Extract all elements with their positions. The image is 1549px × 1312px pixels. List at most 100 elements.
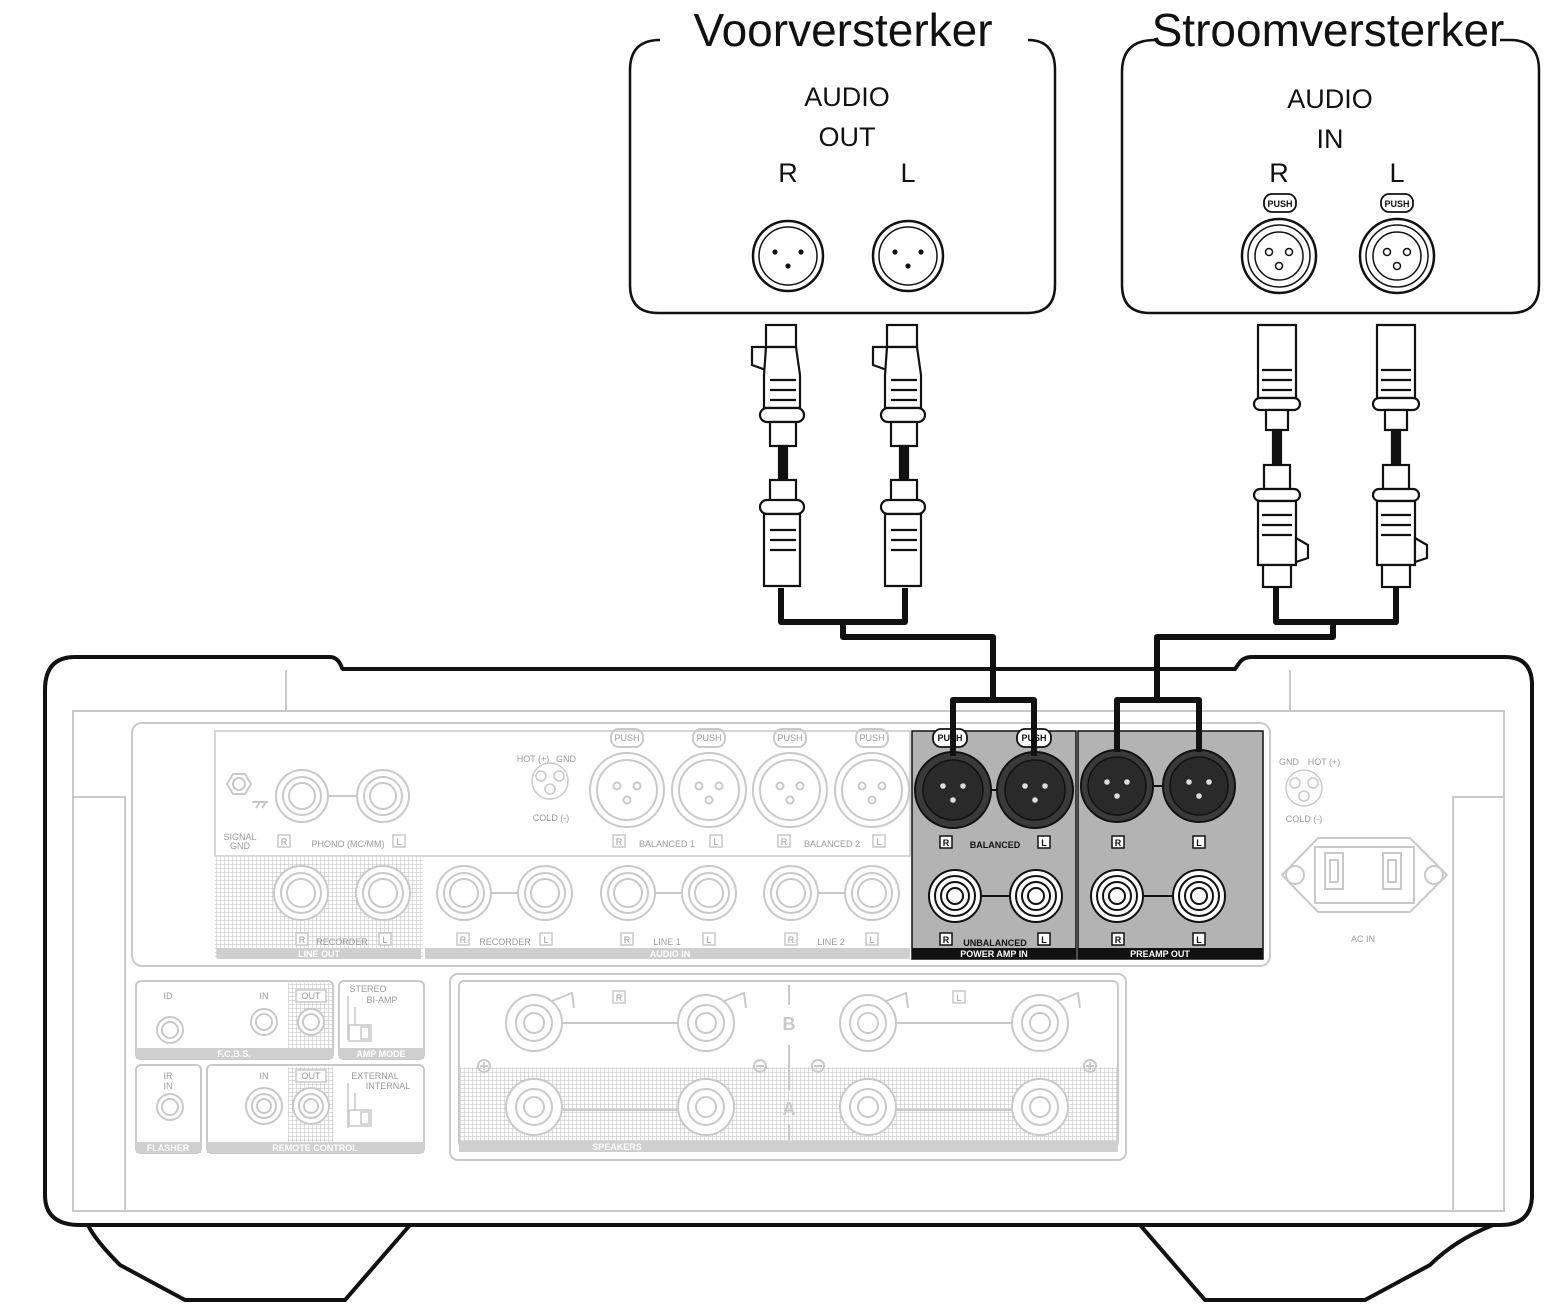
line1-label: LINE 1 <box>653 937 681 947</box>
recorder-r-label: R <box>460 935 467 945</box>
balanced1-l-label: L <box>713 837 718 847</box>
preamp-channel-r: R <box>778 158 798 188</box>
phono-r-label: R <box>281 837 288 847</box>
pai-bal-r-label: R <box>943 838 950 848</box>
xlr-cable-preamp-r <box>750 323 806 588</box>
gnd-label: GND <box>1279 757 1300 767</box>
xlr-cable-poweramp-l <box>1371 323 1429 589</box>
balanced2-label: BALANCED 2 <box>804 839 860 849</box>
recorder-label: RECORDER <box>479 937 531 947</box>
audio-in-label: AUDIO IN <box>650 949 691 959</box>
fcbs-id-jack <box>156 1016 184 1044</box>
preamp-audio-label: AUDIO <box>804 82 890 112</box>
speaker-terminal-a-l-plus <box>1011 1078 1069 1136</box>
preamp-out-label: PREAMP OUT <box>1130 949 1190 959</box>
line-out-label: LINE OUT <box>298 949 341 959</box>
speakers-label: SPEAKERS <box>592 1142 642 1152</box>
preamp-out-label: OUT <box>819 122 876 152</box>
balanced1-jack-r <box>589 728 665 828</box>
balanced2-r-label: R <box>781 837 788 847</box>
gnd-label: GND <box>230 841 251 851</box>
push-label: PUSH <box>1384 199 1409 209</box>
poweramp-xlr-in-r: PUSH <box>1240 193 1318 295</box>
speaker-r-label: R <box>616 993 623 1003</box>
fcbs-label: F.C.B.S. <box>217 1049 251 1059</box>
line-out-l-label: L <box>382 935 387 945</box>
speaker-b-label: B <box>783 1014 796 1034</box>
preamp-channel-l: L <box>900 158 915 188</box>
preamp-box: Voorversterker AUDIO OUT R L <box>628 4 1057 315</box>
xlr-cable-preamp-l <box>871 323 927 588</box>
ac-in-socket <box>1280 837 1449 913</box>
fcbs-in-jack <box>250 1008 278 1036</box>
amp-mode-switch[interactable] <box>348 1024 372 1042</box>
preamp-out-balanced-l <box>1162 749 1236 823</box>
xlr-pin-diagram-right <box>1285 769 1323 807</box>
remote-mode-switch[interactable] <box>348 1109 372 1127</box>
push-label: PUSH <box>859 733 884 743</box>
balanced1-r-label: R <box>616 837 623 847</box>
phono-jack-r <box>275 769 329 823</box>
line2-r-label: R <box>788 935 795 945</box>
unbalanced-label: UNBALANCED <box>963 938 1027 948</box>
fcbs-out-jack <box>297 1008 325 1036</box>
line2-l-label: L <box>869 935 874 945</box>
out-label: OUT <box>302 1071 322 1081</box>
recorder-label: RECORDER <box>316 937 368 947</box>
xlr-cable-poweramp-r <box>1252 323 1310 589</box>
speaker-terminal-a-l-minus <box>839 1078 897 1136</box>
po-bal-l-label: L <box>1196 838 1202 848</box>
power-amp-in-label: POWER AMP IN <box>960 949 1028 959</box>
signal-label: SIGNAL <box>223 832 256 842</box>
speaker-l-label: L <box>956 993 961 1003</box>
pai-unbal-r-label: R <box>943 935 950 945</box>
bi-amp-label: BI-AMP <box>366 995 397 1005</box>
remote-in-jack <box>245 1087 283 1125</box>
line-out-jack-r <box>273 865 329 921</box>
speaker-terminal-a-r-minus <box>677 1078 735 1136</box>
balanced-label: BALANCED <box>970 840 1021 850</box>
balanced2-l-label: L <box>876 837 881 847</box>
line1-jack-r <box>600 865 656 921</box>
line1-l-label: L <box>706 935 711 945</box>
power-amp-in-unbalanced-l <box>1009 869 1063 923</box>
po-bal-r-label: R <box>1115 838 1122 848</box>
ac-in-label: AC IN <box>1351 934 1375 944</box>
line1-r-label: R <box>624 935 631 945</box>
cold-label: COLD (-) <box>533 813 570 823</box>
balanced1-jack-l <box>671 728 747 828</box>
xlr-pin-diagram-left <box>531 762 569 800</box>
balanced2-jack-l <box>834 728 910 828</box>
push-label: PUSH <box>614 733 639 743</box>
flasher-label: FLASHER <box>147 1143 190 1153</box>
preamp-out-unbalanced-r <box>1090 869 1144 923</box>
preamp-out-balanced-r <box>1080 749 1154 823</box>
cold-label: COLD (-) <box>1286 814 1323 824</box>
poweramp-audio-label: AUDIO <box>1287 84 1373 114</box>
phono-l-label: L <box>396 837 401 847</box>
preamp-out-panel: R L R L PREAMP OUT <box>1077 730 1264 960</box>
flasher-jack <box>156 1093 184 1121</box>
stereo-label: STEREO <box>349 984 386 994</box>
hot-label: HOT (+) <box>1308 757 1341 767</box>
remote-control-label: REMOTE CONTROL <box>272 1143 358 1153</box>
out-label: OUT <box>302 991 322 1001</box>
speaker-a-label: A <box>783 1099 796 1119</box>
poweramp-box: Stroomversterker AUDIO IN R L PUSH PUSH <box>1120 4 1541 315</box>
power-amp-in-panel: PUSH PUSH R BALANCED L R UNBALANCED L <box>911 728 1077 960</box>
po-unbal-r-label: R <box>1115 935 1122 945</box>
poweramp-channel-l: L <box>1389 158 1404 188</box>
balanced1-label: BALANCED 1 <box>639 839 695 849</box>
balanced2-jack-r <box>752 728 828 828</box>
push-label: PUSH <box>777 733 802 743</box>
external-label: EXTERNAL <box>351 1071 399 1081</box>
ir-in-label: IN <box>164 1081 173 1091</box>
poweramp-in-label: IN <box>1317 124 1344 154</box>
line2-jack-l <box>844 865 900 921</box>
amp-mode-label: AMP MODE <box>356 1049 405 1059</box>
signal-gnd-terminal <box>225 773 268 809</box>
internal-label: INTERNAL <box>366 1081 411 1091</box>
preamp-title: Voorversterker <box>693 4 992 56</box>
hot-label: HOT (+) <box>517 754 550 764</box>
